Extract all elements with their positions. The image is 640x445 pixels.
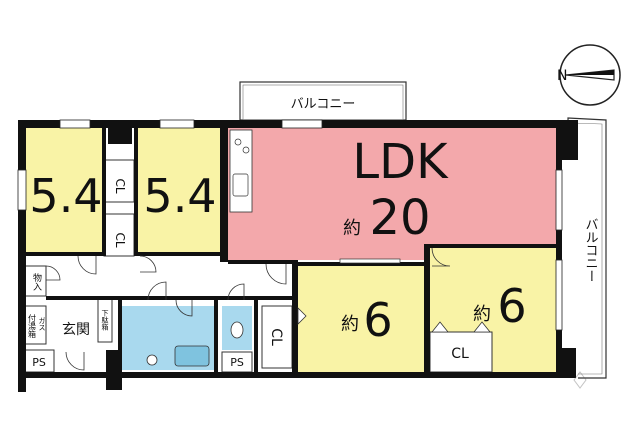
kitchen-counter-icon	[229, 129, 253, 213]
sink-icon	[146, 354, 158, 366]
closet-door-marker-3	[473, 321, 491, 333]
compass-north-label: N	[557, 68, 567, 84]
closet-door-marker-2	[431, 321, 449, 333]
sliding-door-ldk	[339, 258, 401, 264]
storage-label: 物入	[31, 272, 42, 291]
meter-box-label: 付湯箱	[28, 313, 37, 339]
stove-icon-2	[242, 146, 250, 154]
room-west-a	[26, 128, 102, 252]
room-west-b-size: 5.4	[143, 169, 216, 223]
ldk-size: 20	[369, 190, 430, 246]
entrance-label: 玄関	[62, 321, 90, 338]
compass: N	[557, 44, 621, 106]
toilet-icon	[230, 321, 244, 339]
door-swings	[45, 247, 451, 371]
ps-mid-label: PS	[230, 356, 244, 369]
room-west-a-size: 5.4	[29, 169, 102, 223]
washroom	[122, 306, 168, 370]
windows	[17, 119, 563, 331]
balcony-right-label: バルコニー	[583, 218, 599, 283]
ps-left-label: PS	[32, 356, 46, 369]
closet-west-bottom-label: CL	[113, 232, 127, 247]
balcony-top: バルコニー	[239, 81, 407, 121]
balcony-top-label: バルコニー	[291, 97, 356, 112]
closet-west-top-label: CL	[113, 178, 127, 193]
kitchen-sink-icon	[232, 173, 249, 197]
ldk-name: LDK	[352, 134, 449, 190]
gas-label: ガス	[38, 317, 46, 331]
room-south-a	[296, 266, 424, 372]
room-south-a-prefix: 約	[341, 314, 359, 335]
closet-south-b-label: CL	[451, 346, 469, 362]
bathtub-icon	[174, 345, 210, 367]
stove-icon	[234, 138, 242, 146]
room-ldk	[228, 128, 562, 260]
room-south-b-prefix: 約	[473, 304, 491, 325]
room-south-b-size: 6	[497, 279, 526, 333]
closet-hall	[261, 305, 293, 369]
closet-hall-label: CL	[268, 328, 284, 346]
ldk-prefix: 約	[343, 218, 361, 239]
watermark-mark	[573, 371, 587, 389]
shoe-box-label: 下駄箱	[101, 310, 109, 332]
room-west-b	[138, 128, 220, 252]
room-south-a-size: 6	[363, 293, 392, 347]
closet-door-marker	[297, 307, 307, 325]
north-arrow-icon	[565, 69, 615, 81]
closet-west-top	[103, 159, 135, 203]
